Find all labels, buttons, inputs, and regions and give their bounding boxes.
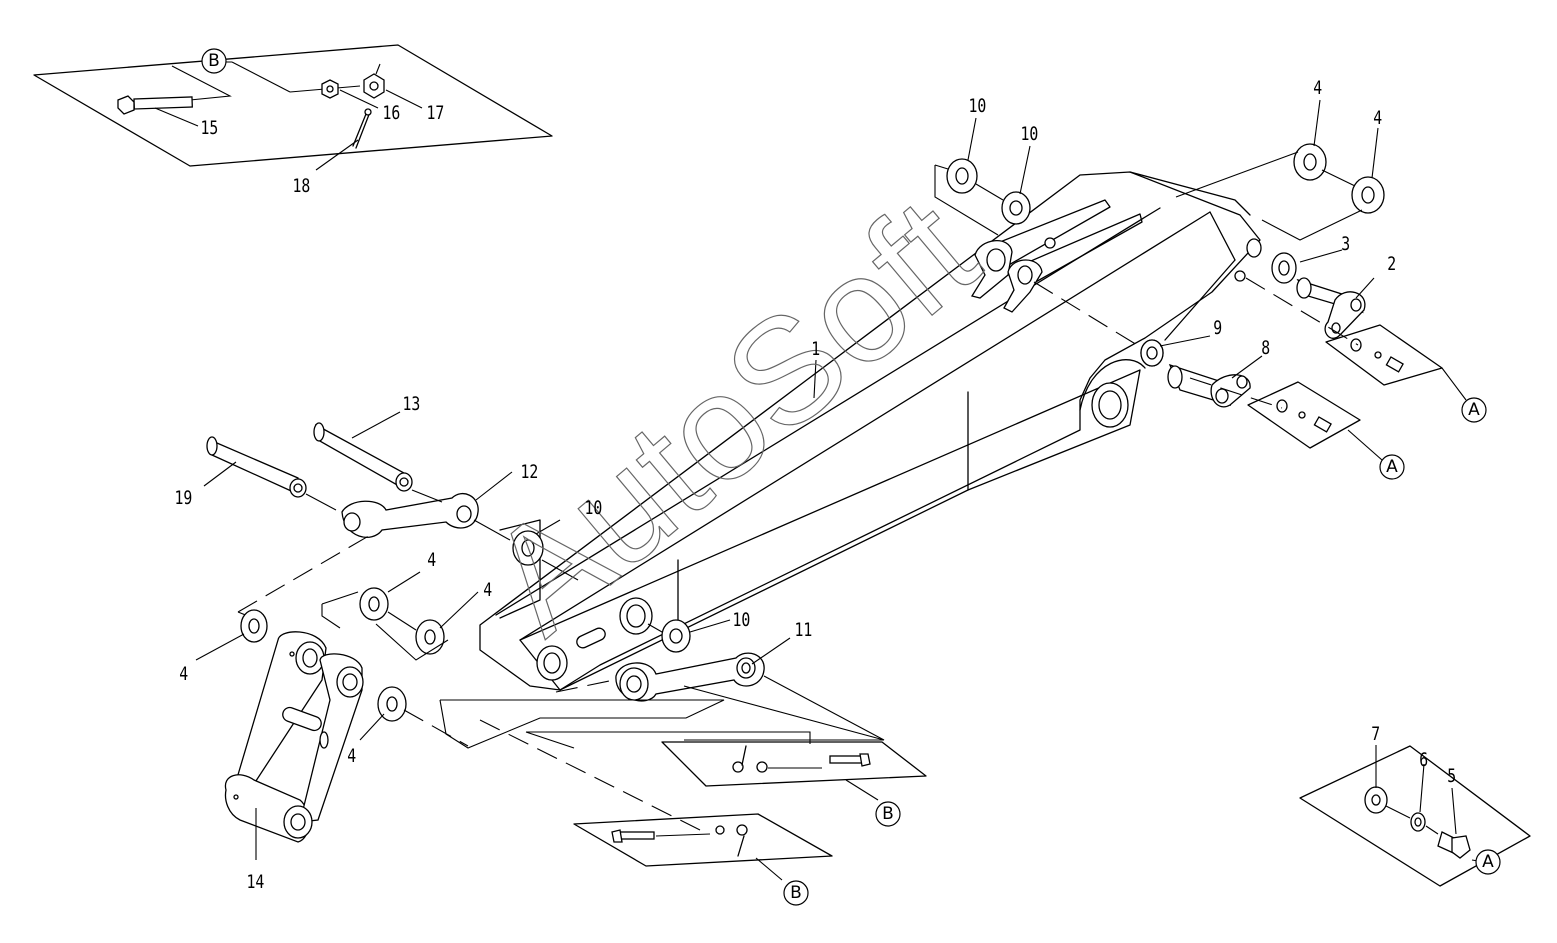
leader-lines (195, 99, 1379, 860)
callout-1: 1 (811, 338, 820, 360)
callout-19: 19 (175, 487, 193, 509)
washer-10-bottom (661, 619, 691, 653)
callout-4: 4 (1313, 77, 1322, 99)
detail-panel-b-middle (525, 731, 927, 801)
callout-15: 15 (201, 117, 219, 139)
detail-panel-a-bottom (1299, 745, 1531, 887)
pin-8 (1167, 363, 1251, 408)
callout-2: 2 (1387, 253, 1396, 275)
washer-4-left-c (415, 619, 445, 655)
callout-10: 10 (969, 95, 987, 117)
callout-16: 16 (383, 102, 401, 124)
lock-washer-6 (1410, 812, 1426, 832)
callout-13: 13 (403, 393, 421, 415)
watermark-text: AutoSoft (458, 166, 1007, 665)
callout-6: 6 (1419, 749, 1428, 771)
washer-10-lower (1001, 191, 1031, 225)
callout-4: 4 (483, 579, 492, 601)
pin-2 (1296, 277, 1366, 339)
callout-4: 4 (179, 663, 188, 685)
svg-text:A: A (1386, 457, 1398, 477)
washer-10-upper (946, 158, 978, 194)
callout-12: 12 (521, 461, 539, 483)
callout-8: 8 (1261, 337, 1270, 359)
reference-markers: A A A B B B (201, 48, 1501, 906)
reference-marker-a: A (1461, 397, 1487, 423)
bolt-5 (1437, 831, 1471, 859)
nut-16 (321, 79, 339, 99)
reference-marker-b: B (875, 801, 901, 827)
cotter-pin-18 (352, 108, 372, 149)
washer-4-top-right (1351, 176, 1385, 214)
washer-3 (1271, 252, 1297, 284)
detail-panel-b-bottom (573, 813, 833, 881)
pin-13 (313, 422, 413, 492)
callout-4: 4 (347, 745, 356, 767)
callout-18: 18 (293, 175, 311, 197)
callout-10: 10 (733, 609, 751, 631)
bolt-15 (117, 95, 193, 115)
washer-4-left-a (240, 609, 268, 643)
callout-labels: 1 2 3 4 4 4 4 4 4 5 6 7 8 9 10 10 10 10 … (175, 77, 1457, 893)
reference-marker-b: B (201, 48, 227, 74)
callout-10: 10 (1021, 123, 1039, 145)
washer-9 (1140, 339, 1164, 367)
nut-17 (363, 63, 385, 99)
callout-14: 14 (247, 871, 265, 893)
callout-11: 11 (795, 619, 813, 641)
washer-4-top-left (1293, 143, 1327, 181)
link-11 (615, 652, 765, 702)
callout-4: 4 (1373, 107, 1382, 129)
washer-4-left-d (377, 686, 407, 722)
detail-panel-a-right-lower (1247, 381, 1383, 461)
washer-4-left-b (359, 587, 389, 621)
callout-17: 17 (427, 102, 445, 124)
arm-assembly-1 (479, 171, 1262, 691)
washer-10-left (512, 530, 544, 566)
callout-9: 9 (1213, 317, 1222, 339)
svg-text:B: B (790, 883, 802, 903)
svg-text:A: A (1482, 852, 1494, 872)
detail-panel-b-top (33, 44, 553, 171)
detail-panel-a-right-upper (1325, 324, 1467, 401)
svg-text:B: B (208, 51, 220, 71)
callout-3: 3 (1341, 233, 1350, 255)
bracket-14 (224, 631, 364, 843)
callout-10: 10 (585, 497, 603, 519)
reference-marker-b: B (783, 880, 809, 906)
svg-text:B: B (882, 804, 894, 824)
svg-text:A: A (1468, 400, 1480, 420)
washer-7 (1364, 786, 1388, 814)
reference-marker-a: A (1379, 454, 1405, 480)
pin-19 (206, 436, 307, 498)
link-12 (341, 493, 479, 538)
callout-7: 7 (1371, 723, 1380, 745)
reference-marker-a: A (1475, 849, 1501, 875)
callout-5: 5 (1447, 765, 1456, 787)
callout-4: 4 (427, 549, 436, 571)
